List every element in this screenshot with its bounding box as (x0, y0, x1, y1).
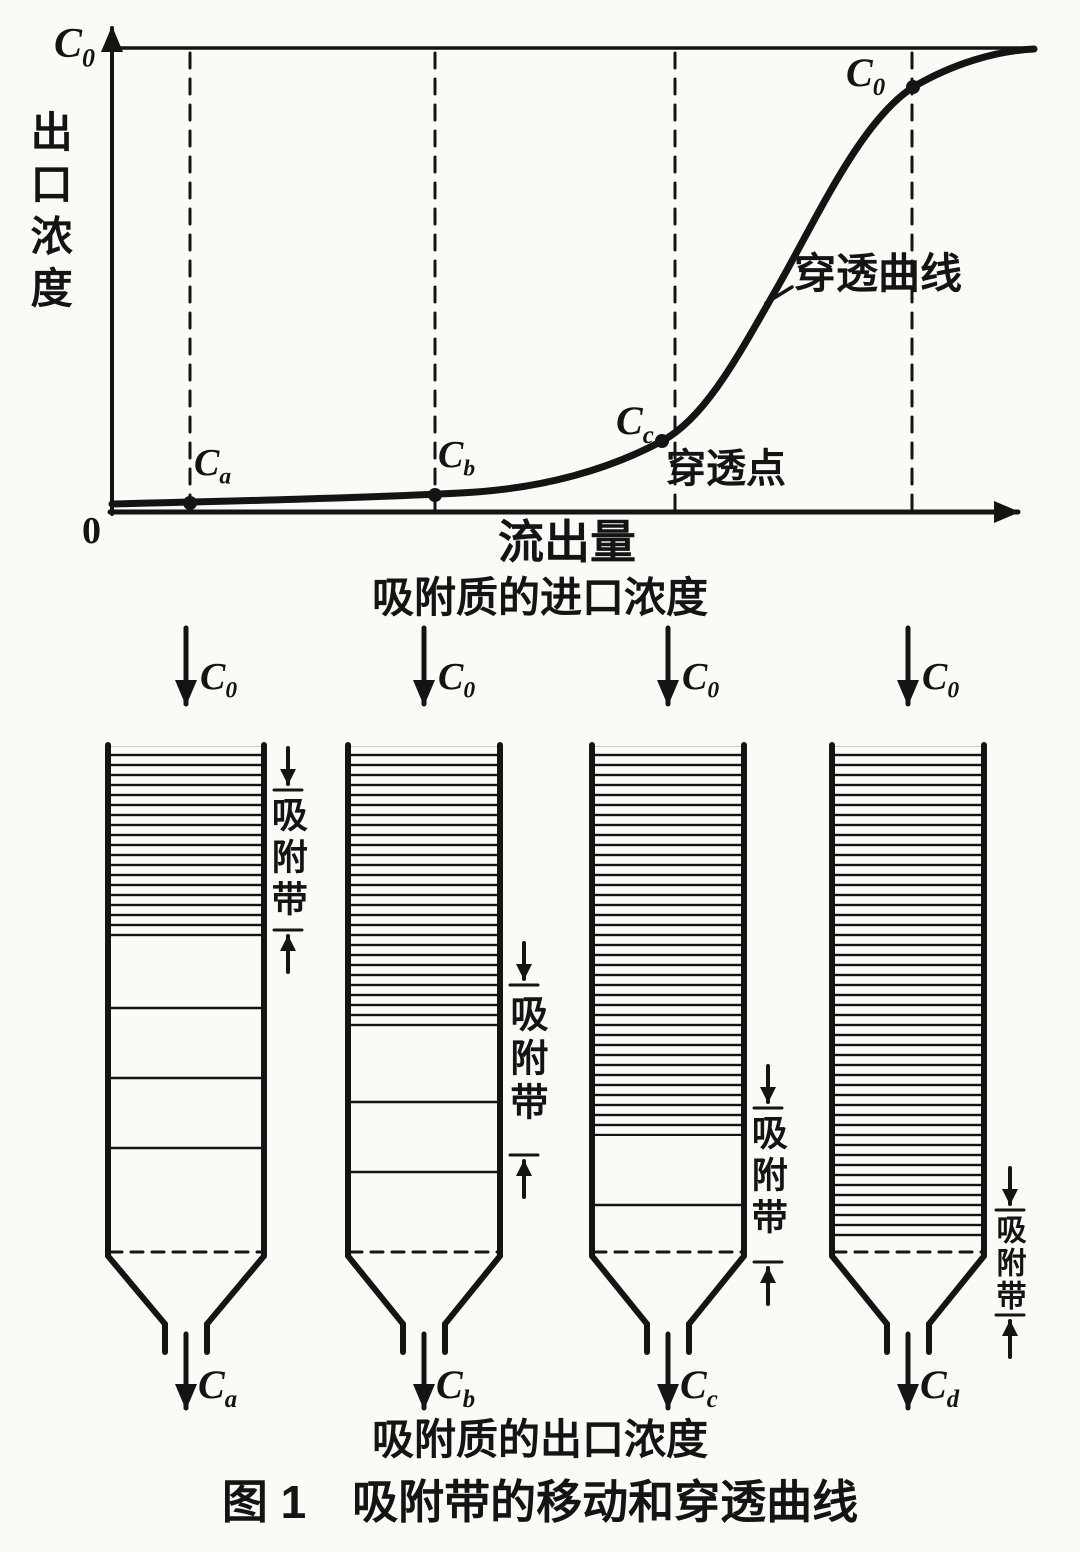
inlet-c0-label-2: C0 (438, 656, 476, 704)
adsorption-band-label-3: 吸附带 (746, 1114, 788, 1240)
point-cb (428, 488, 442, 502)
point-cc (655, 434, 669, 448)
adsorption-column-3 (589, 742, 747, 1411)
curve-label-leader (764, 285, 794, 305)
adsorption-band-label-4: 吸附带 (991, 1214, 1025, 1313)
y-axis-label: 出口浓度 (25, 110, 73, 318)
outlet-concentration-title: 吸附质的出口浓度 (371, 1416, 708, 1463)
breakthrough-point-label: 穿透点 (666, 447, 786, 491)
point-ca (183, 496, 197, 510)
ca-point-label: Ca (194, 442, 232, 490)
cc-point-label: Cc (616, 398, 654, 449)
adsorption-column-1 (105, 742, 267, 1411)
curve-label: 穿透曲线 (794, 250, 963, 297)
inlet-c0-label-1: C0 (200, 656, 238, 704)
outlet-ca-label: Ca (198, 1362, 238, 1413)
outlet-cc-label: Cc (680, 1362, 718, 1413)
c0-point-label: C0 (846, 50, 886, 101)
c0-axis-label: C0 (54, 21, 96, 73)
curve-points (183, 80, 920, 510)
adsorption-column-2 (345, 742, 503, 1411)
x-axis-label: 流出量 (498, 516, 636, 568)
adsorption-band-label-2: 吸附带 (503, 994, 546, 1126)
inlet-arrows (175, 625, 919, 707)
adsorption-band-label-1: 吸附带 (266, 796, 308, 922)
band-markers (272, 746, 1026, 1359)
outlet-cd-label: Cd (920, 1362, 960, 1413)
chart-axes (101, 26, 1036, 523)
figure-caption: 图 1 吸附带的移动和穿透曲线 (221, 1476, 859, 1528)
adsorption-column-4 (829, 742, 987, 1411)
inlet-c0-label-3: C0 (682, 656, 720, 704)
inlet-concentration-title: 吸附质的进口浓度 (371, 574, 708, 621)
inlet-c0-label-4: C0 (922, 656, 960, 704)
outlet-cb-label: Cb (436, 1362, 476, 1413)
point-c0 (906, 80, 920, 94)
cb-point-label: Cb (438, 434, 476, 482)
origin-label: 0 (82, 510, 101, 552)
